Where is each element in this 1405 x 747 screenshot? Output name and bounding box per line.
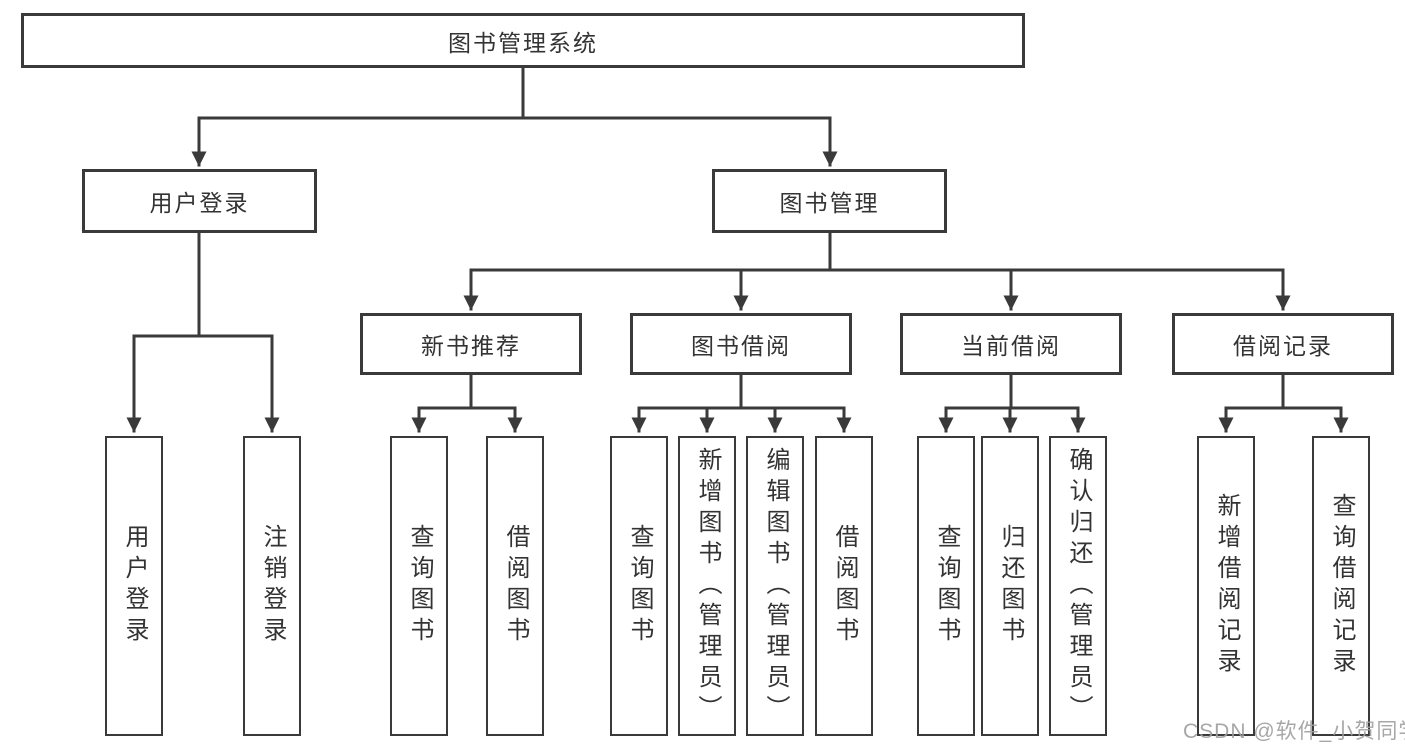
leaf-borrow-books-borrow: 借阅图书 [815, 436, 873, 736]
leaf-query-books-current: 查询图书 [917, 436, 975, 736]
leaf-edit-book-admin: 编辑图书（管理员） [746, 436, 804, 736]
leaf-confirm-return-admin: 确认归还（管理员） [1049, 436, 1107, 736]
connector-book-borrow [631, 373, 852, 433]
node-library-system: 图书管理系统 [21, 13, 1025, 68]
node-borrow-records: 借阅记录 [1172, 313, 1394, 375]
leaf-add-borrow-record: 新增借阅记录 [1197, 436, 1255, 736]
leaf-query-books-borrow: 查询图书 [610, 436, 668, 736]
connector-root [191, 66, 838, 167]
connector-new-book-recommend [411, 373, 523, 433]
node-current-borrow: 当前借阅 [900, 313, 1122, 375]
connector-current-borrow [938, 373, 1086, 433]
leaf-borrow-books-recommend: 借阅图书 [486, 436, 544, 736]
leaf-query-books-recommend: 查询图书 [390, 436, 448, 736]
connector-book-management [463, 231, 1291, 311]
leaf-logout: 注销登录 [243, 436, 301, 736]
node-user-login: 用户登录 [82, 169, 317, 233]
leaf-add-book-admin: 新增图书（管理员） [678, 436, 736, 736]
leaf-query-borrow-record: 查询借阅记录 [1312, 436, 1370, 736]
connector-user-login [126, 231, 280, 433]
node-book-management: 图书管理 [712, 169, 947, 233]
leaf-return-book: 归还图书 [981, 436, 1039, 736]
connector-borrow-records [1218, 373, 1349, 433]
leaf-user-login: 用户登录 [105, 436, 163, 736]
watermark-text: CSDN @软件_小贺同学 [1183, 720, 1405, 743]
node-new-book-recommend: 新书推荐 [360, 313, 582, 375]
node-book-borrow: 图书借阅 [630, 313, 852, 375]
